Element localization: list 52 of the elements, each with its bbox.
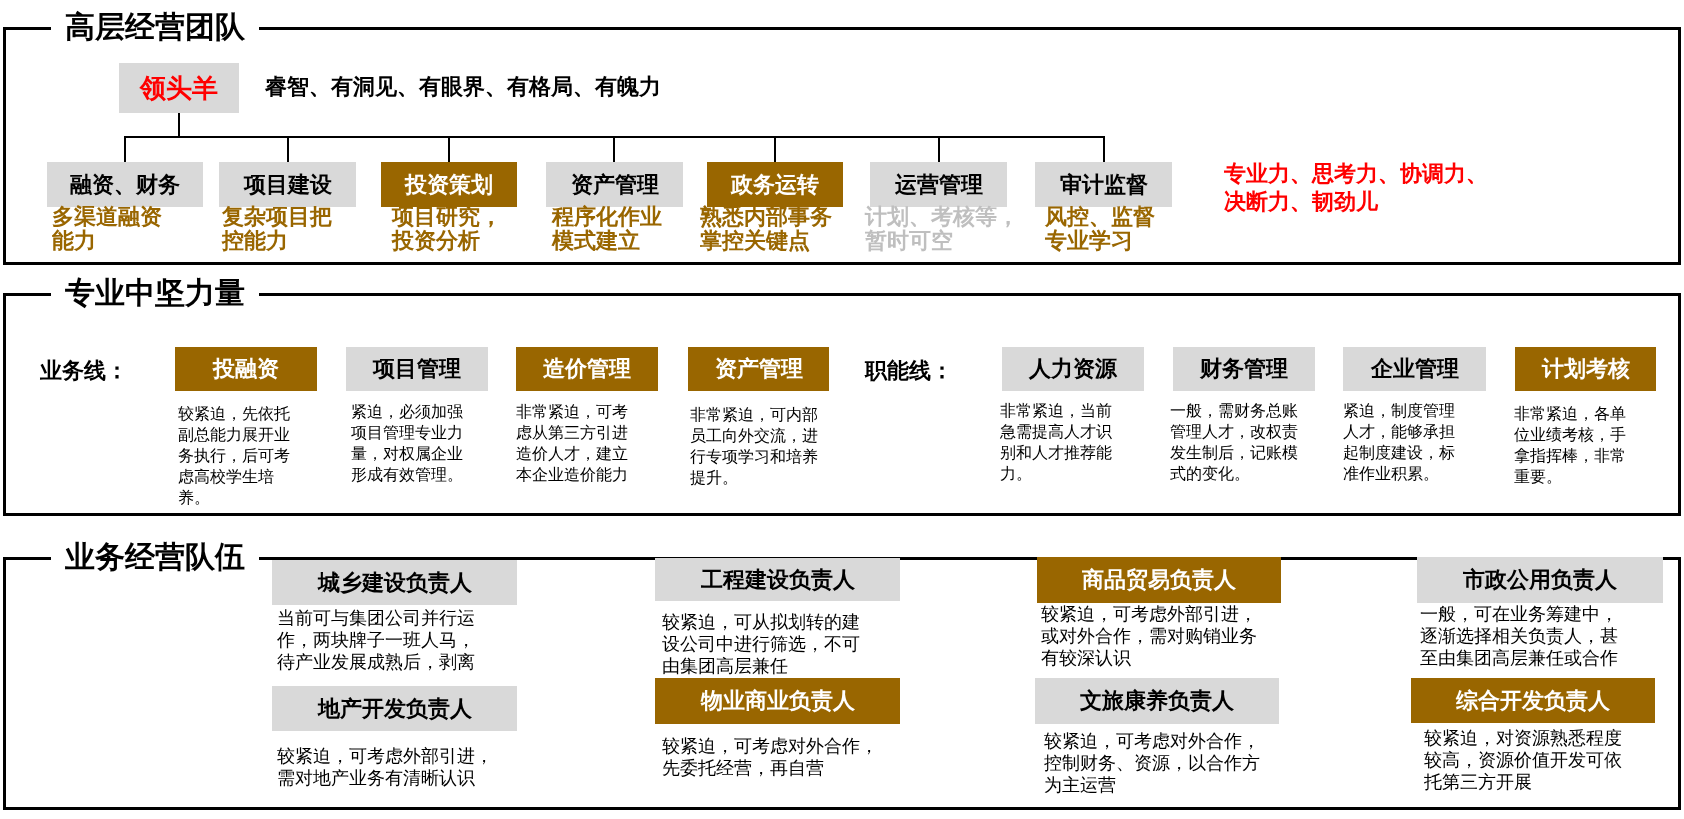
description-text: 非常紧迫，可考虑从第三方引进造价人才，建立本企业造价能力 (516, 402, 629, 485)
section-panel (3, 276, 1681, 516)
description-text: 较紧迫，可考虑外部引进，需对地产业务有清晰认识 (277, 745, 494, 789)
role-box: 计划考核 (1515, 347, 1656, 391)
description-text: 程序化作业模式建立 (552, 205, 663, 253)
role-box: 市政公用负责人 (1417, 557, 1663, 603)
role-box: 政务运转 (707, 162, 843, 207)
role-box: 物业商业负责人 (655, 678, 900, 724)
description-text: 当前可与集团公司并行运作，两块牌子一班人马，待产业发展成熟后，剥离 (277, 607, 476, 673)
description-text: 项目研究，投资分析 (392, 205, 503, 253)
description-text: 非常紧迫，当前急需提高人才识别和人才推荐能力。 (1000, 401, 1113, 484)
description-text: 较紧迫，可考虑对外合作，先委托经营，再自营 (662, 735, 879, 779)
trait-text: 睿智、有洞见、有眼界、有格局、有魄力 (265, 73, 662, 101)
leader-box: 领头羊 (119, 63, 239, 113)
role-box: 资产管理 (688, 347, 829, 391)
role-box: 地产开发负责人 (272, 686, 517, 731)
role-box: 造价管理 (516, 347, 658, 391)
role-box: 项目管理 (346, 347, 488, 391)
role-box: 企业管理 (1343, 347, 1486, 391)
description-text: 较紧迫，可考虑外部引进，或对外合作，需对购销业务有较深认识 (1041, 603, 1258, 669)
section-title: 专业中坚力量 (51, 276, 259, 310)
section-title: 业务经营队伍 (51, 540, 259, 574)
role-box: 商品贸易负责人 (1037, 557, 1281, 603)
description-text: 紧迫，必须加强项目管理专业力量，对权属企业形成有效管理。 (351, 402, 464, 485)
role-box: 投融资 (175, 347, 317, 391)
role-box: 文旅康养负责人 (1035, 678, 1279, 724)
description-text: 多渠道融资能力 (52, 205, 163, 253)
description-text: 较紧迫，对资源熟悉程度较高，资源价值开发可依托第三方开展 (1424, 727, 1623, 793)
description-text: 非常紧迫，可内部员工向外交流，进行专项学习和培养提升。 (690, 405, 819, 488)
note-text: 专业力、思考力、协调力、决断力、韧劲儿 (1224, 160, 1489, 216)
row-label: 业务线： (40, 357, 129, 385)
role-box: 工程建设负责人 (655, 558, 900, 601)
row-label: 职能线： (865, 357, 954, 385)
description-text: 一般，可在业务筹建中，逐渐选择相关负责人，甚至由集团高层兼任或合作 (1420, 603, 1619, 669)
description-text: 非常紧迫，各单位业绩考核，手拿指挥棒，非常重要。 (1514, 404, 1627, 487)
section-panel (3, 540, 1681, 810)
description-text: 风控、监督专业学习 (1045, 205, 1156, 253)
description-text: 一般，需财务总账管理人才，改权责发生制后，记账模式的变化。 (1170, 401, 1299, 484)
role-box: 综合开发负责人 (1411, 678, 1655, 723)
role-box: 投资策划 (381, 162, 517, 207)
role-box: 运营管理 (870, 162, 1007, 207)
section-title: 高层经营团队 (51, 10, 259, 44)
role-box: 人力资源 (1002, 347, 1144, 391)
description-text: 较紧迫，先依托副总能力展开业务执行，后可考虑高校学生培养。 (178, 404, 291, 508)
section-panel (3, 10, 1681, 265)
role-box: 城乡建设负责人 (272, 560, 517, 605)
description-text: 计划、考核等，暂时可空 (865, 205, 1020, 253)
description-text: 复杂项目把控能力 (222, 205, 333, 253)
description-text: 较紧迫，可从拟划转的建设公司中进行筛选，不可由集团高层兼任 (662, 611, 861, 677)
description-text: 紧迫，制度管理人才，能够承担起制度建设，标准作业积累。 (1343, 401, 1456, 484)
role-box: 财务管理 (1173, 347, 1315, 391)
description-text: 较紧迫，可考虑对外合作，控制财务、资源，以合作方为主运营 (1044, 730, 1261, 796)
